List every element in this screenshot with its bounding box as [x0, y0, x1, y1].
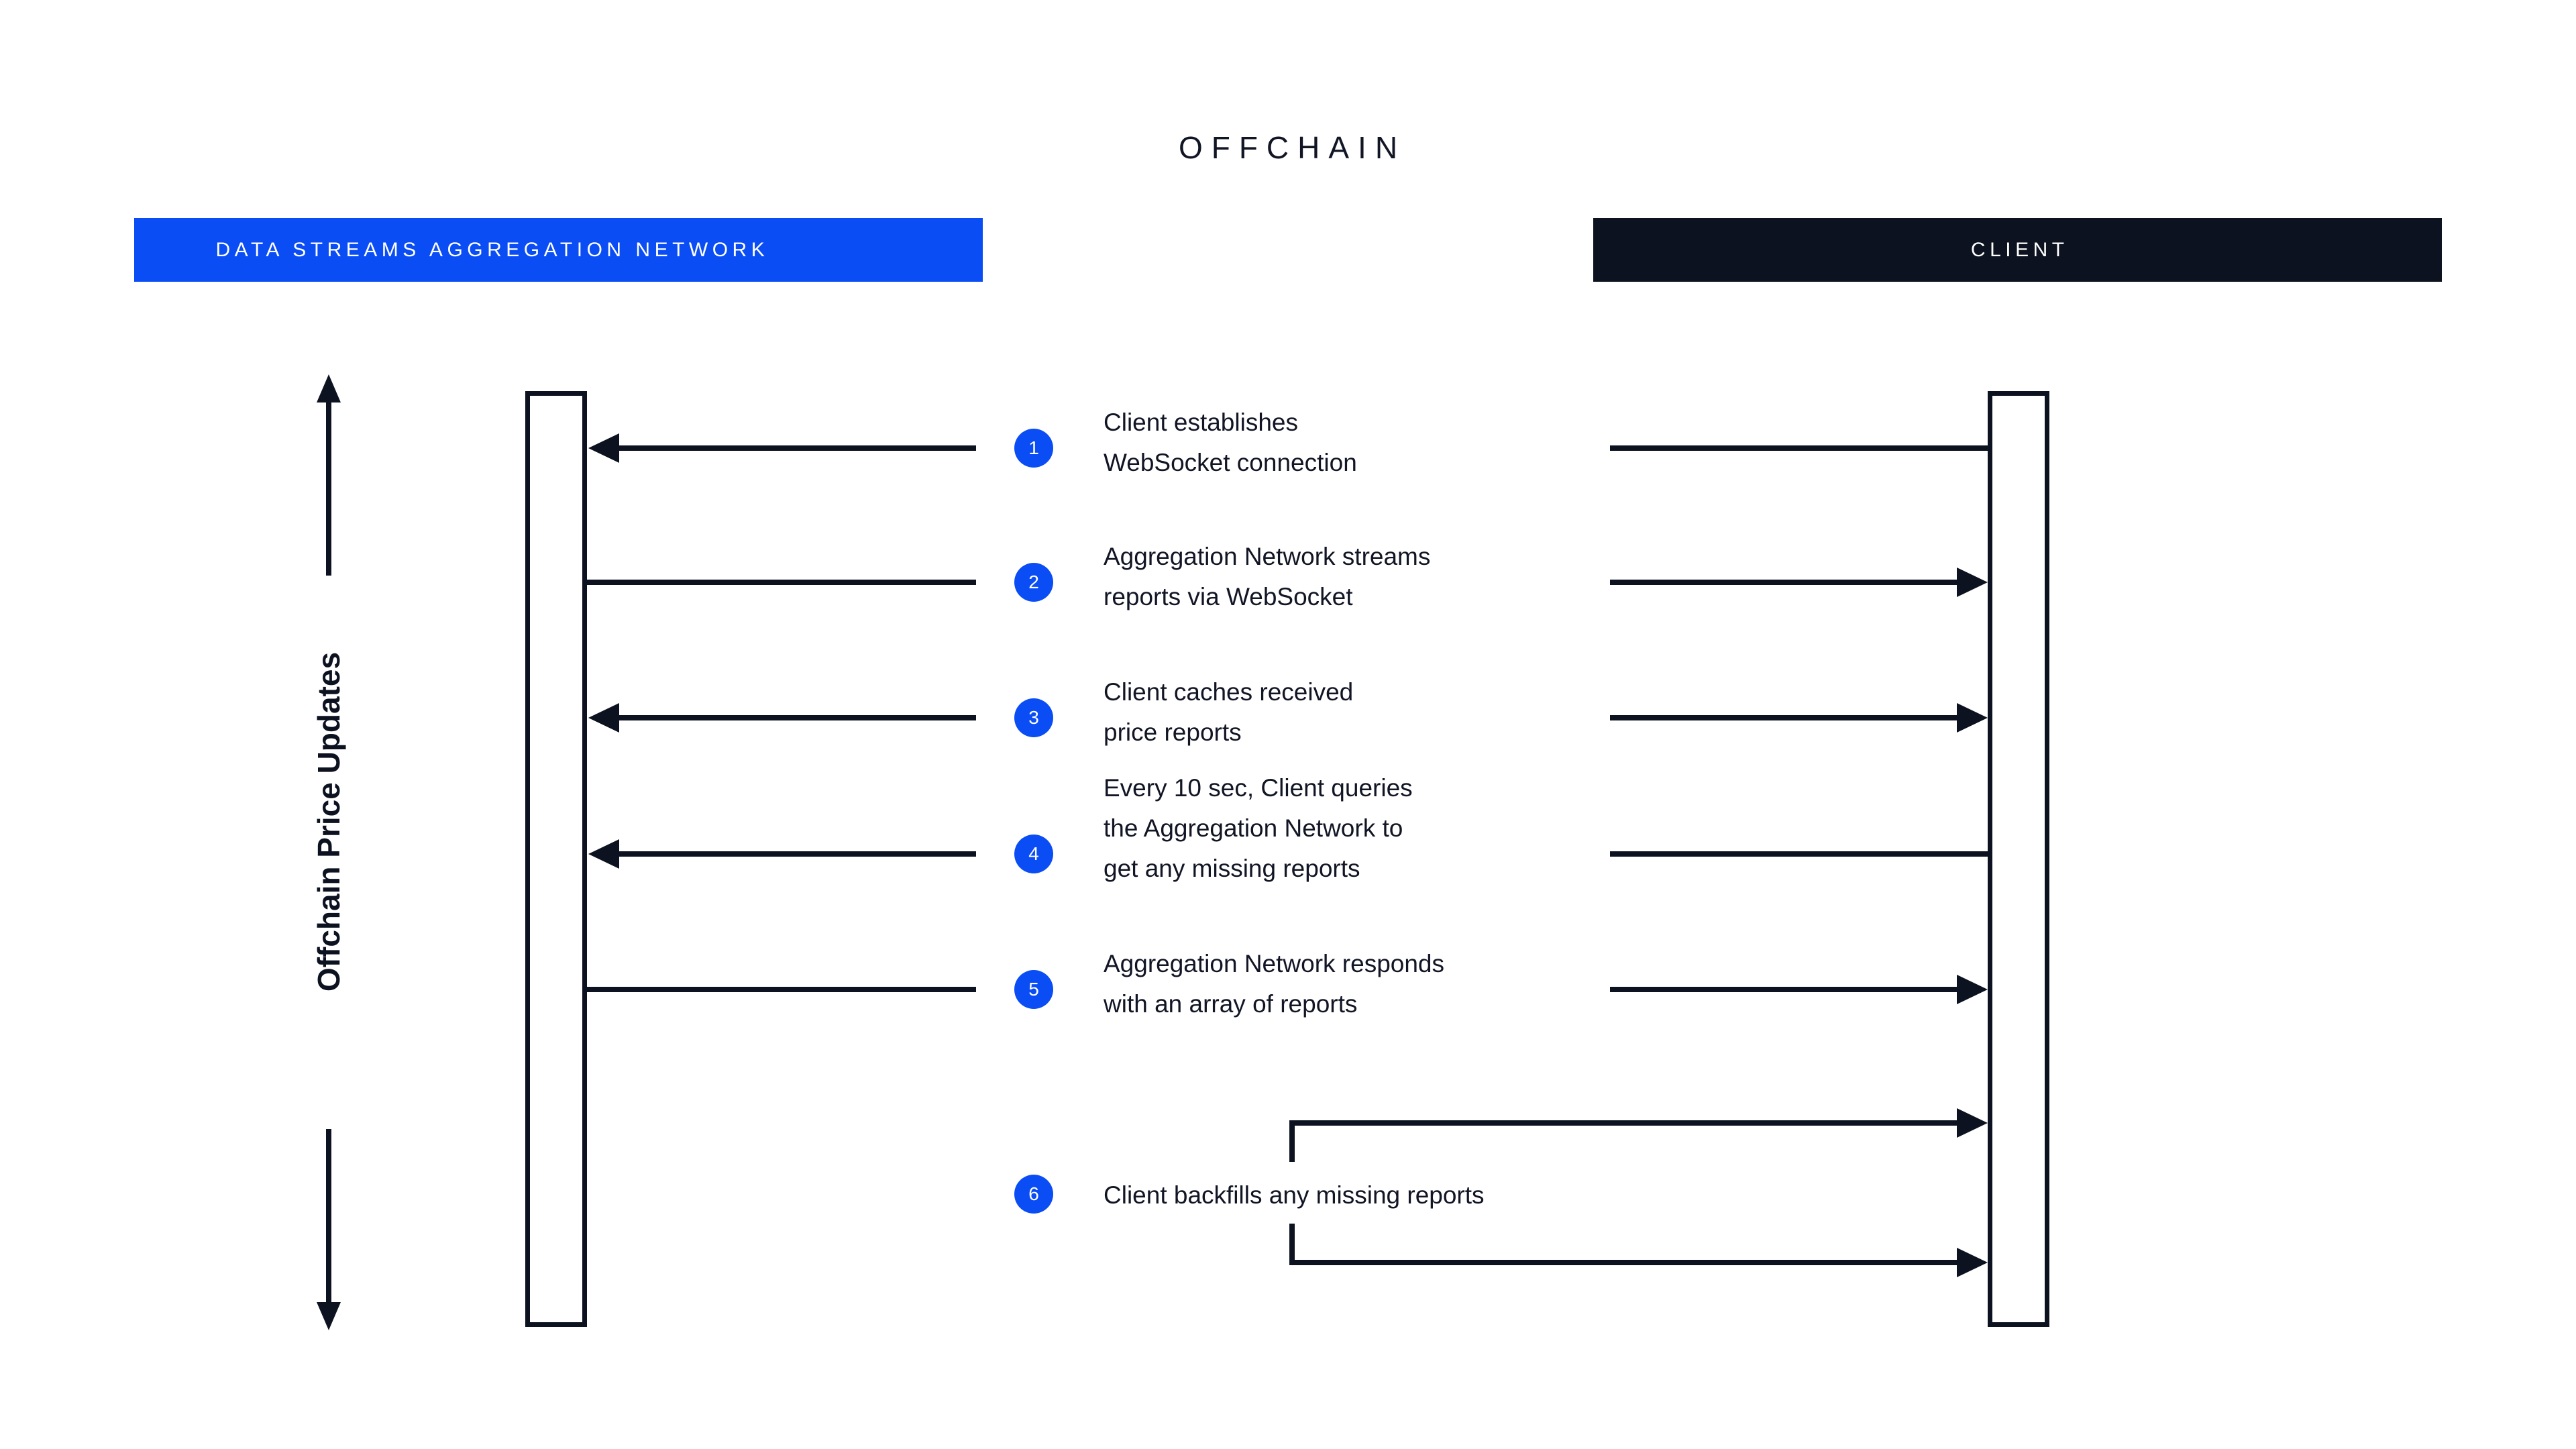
step-text-2: Aggregation Network streams reports via … — [1104, 543, 1431, 610]
lifeline-aggregation-network — [525, 391, 587, 1327]
step-text-3: Client caches received price reports — [1104, 678, 1354, 746]
offchain-price-updates-axis: Offchain Price Updates — [288, 374, 369, 1330]
message-connector-3 — [588, 703, 1988, 733]
step-text-1: Client establishes WebSocket connection — [1104, 409, 1357, 476]
actor-header-client: CLIENT — [1593, 218, 2442, 282]
lifeline-client — [1988, 391, 2049, 1327]
page-title: OFFCHAIN — [1178, 130, 1407, 165]
actor-header-aggregation-network: DATA STREAMS AGGREGATION NETWORK — [134, 218, 983, 282]
arrowhead-right-3 — [1957, 703, 1988, 733]
vertical-double-arrow-icon — [317, 374, 341, 1330]
step-text-6: Client backfills any missing reports — [1104, 1181, 1485, 1209]
message-connector-1 — [588, 433, 1988, 463]
arrowhead-right-5 — [1957, 975, 1988, 1004]
arrowhead-left-4 — [588, 839, 619, 869]
arrowhead-right-6-bottom — [1957, 1248, 1988, 1277]
step-text-4: Every 10 sec, Client queries the Aggrega… — [1104, 774, 1413, 882]
step-badge-3: 3 — [1014, 698, 1053, 737]
message-connector-4 — [588, 839, 1988, 869]
message-connector-5 — [587, 975, 1988, 1004]
message-connector-2 — [587, 568, 1988, 597]
step-badge-4: 4 — [1014, 835, 1053, 873]
step-text-5: Aggregation Network responds with an arr… — [1104, 950, 1445, 1018]
arrowhead-left-3 — [588, 703, 619, 733]
actor-label-aggregation-network: DATA STREAMS AGGREGATION NETWORK — [215, 238, 769, 261]
step-badge-5: 5 — [1014, 970, 1053, 1009]
arrowhead-right-6-top — [1957, 1108, 1988, 1138]
arrowhead-left-1 — [588, 433, 619, 463]
actor-label-client: CLIENT — [1970, 238, 2069, 261]
arrowhead-right-2 — [1957, 568, 1988, 597]
message-connector-6 — [1289, 1108, 1988, 1277]
step-badge-6: 6 — [1014, 1175, 1053, 1214]
step-badge-1: 1 — [1014, 429, 1053, 468]
step-badge-2: 2 — [1014, 563, 1053, 602]
